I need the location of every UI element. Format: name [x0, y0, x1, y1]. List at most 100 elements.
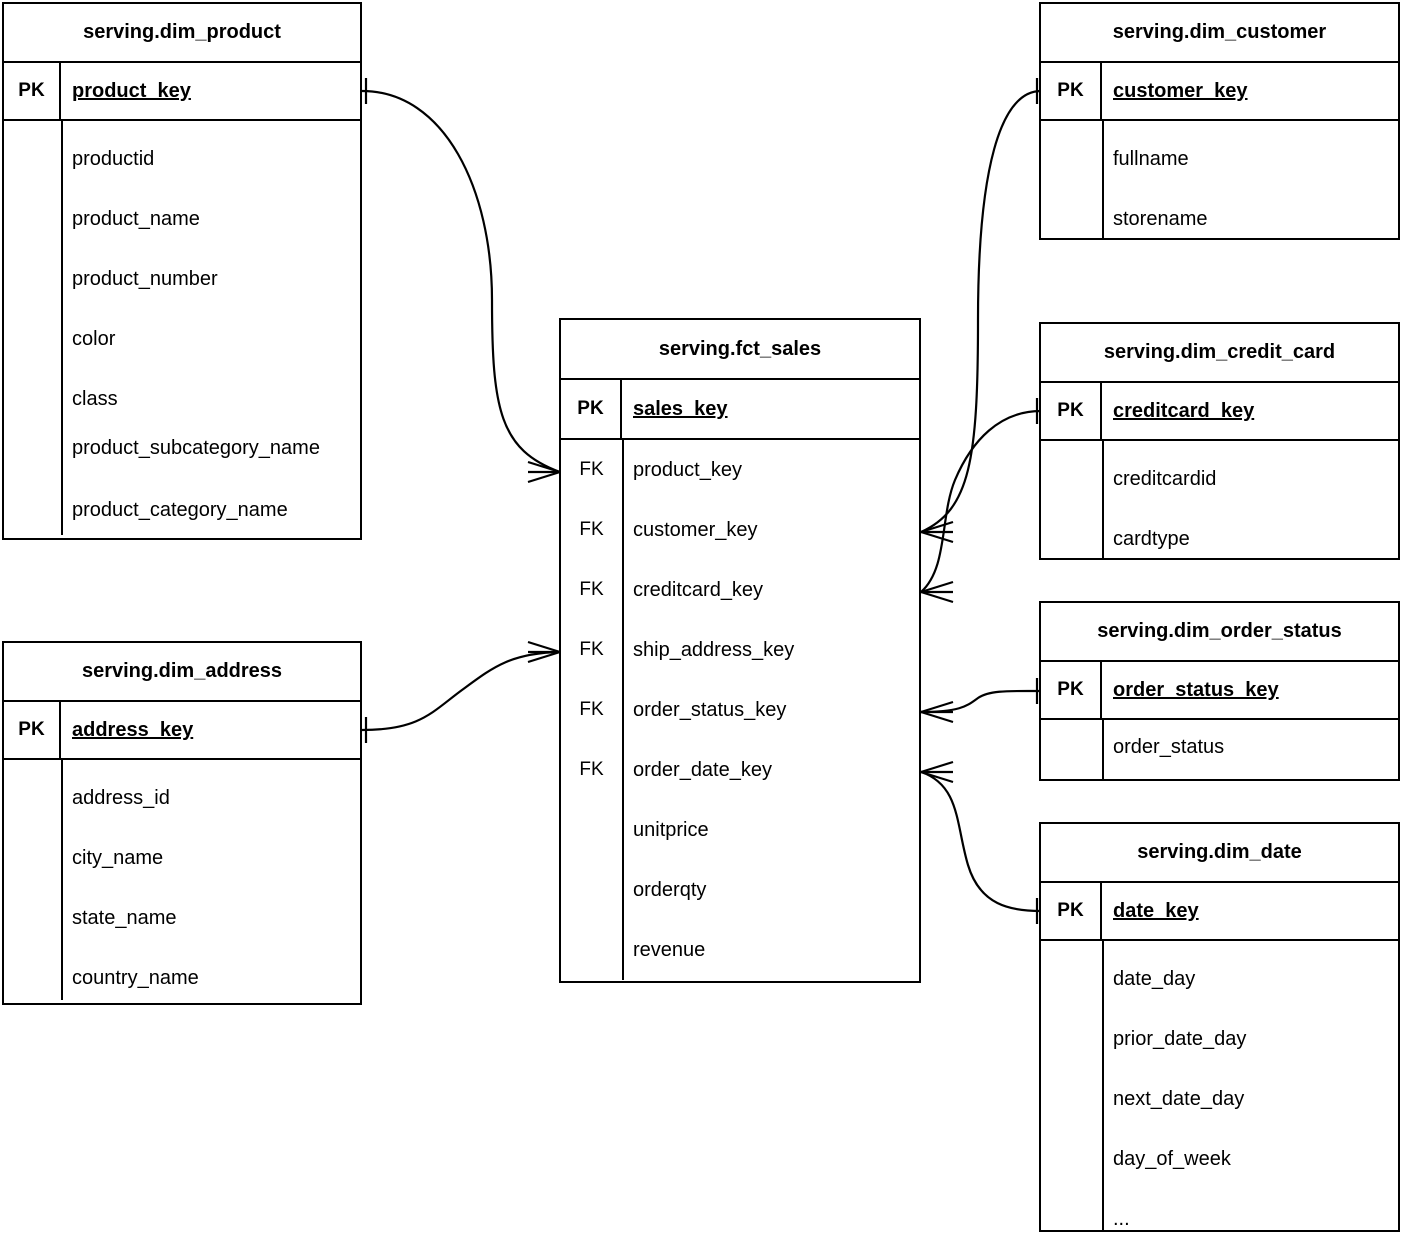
column-name: revenue: [633, 938, 706, 961]
fk-badge: FK: [579, 639, 604, 660]
column-name: order_date_key: [633, 758, 772, 781]
column-row: FK ship_address_key: [561, 620, 919, 680]
attribute-item: prior_date_day: [1113, 1028, 1247, 1050]
entity-title-dim-date: serving.dim_date: [1041, 824, 1398, 883]
entity-title-dim-customer: serving.dim_customer: [1041, 4, 1398, 63]
crowsfoot-sales-orderstatus: [920, 700, 954, 724]
attributes-dim-customer: fullname storename: [1041, 121, 1398, 238]
attr-keycol-dim-product: [4, 121, 63, 535]
fk-badge: FK: [579, 519, 604, 540]
attribute-item: state_name: [72, 907, 177, 929]
pk-badge-dim-date: PK: [1041, 883, 1102, 939]
attribute-item: date_day: [1113, 968, 1196, 990]
attribute-item: product_subcategory_name: [72, 437, 320, 459]
entity-dim-customer[interactable]: serving.dim_customer PK customer_key ful…: [1039, 2, 1400, 240]
attributes-dim-order-status: order_status: [1041, 720, 1398, 779]
attribute-item: product_category_name: [72, 499, 288, 521]
entity-dim-product[interactable]: serving.dim_product PK product_key produ…: [2, 2, 362, 540]
entity-title-dim-address: serving.dim_address: [4, 643, 360, 702]
fk-badge: [561, 860, 622, 920]
attributes-dim-credit-card: creditcardid cardtype: [1041, 441, 1398, 558]
pk-field-dim-address: address_key: [72, 718, 194, 741]
fk-badge: [561, 920, 622, 980]
pk-row-dim-customer: PK customer_key: [1041, 63, 1398, 121]
attr-list-dim-date: date_day prior_date_day next_date_day da…: [1041, 941, 1398, 1230]
pk-field-dim-order-status: order_status_key: [1113, 678, 1279, 701]
entity-title-fct-sales: serving.fct_sales: [561, 320, 919, 380]
attribute-item: fullname: [1113, 148, 1189, 170]
relationship-date-to-sales: [920, 760, 1042, 924]
pk-row-dim-date: PK date_key: [1041, 883, 1398, 941]
attribute-ellipsis: ...: [1113, 1208, 1130, 1230]
pk-field-dim-credit-card: creditcard_key: [1113, 399, 1255, 422]
entity-title-dim-product: serving.dim_product: [4, 4, 360, 63]
pk-field-dim-customer: customer_key: [1113, 79, 1248, 102]
pk-badge-dim-customer: PK: [1041, 63, 1102, 119]
column-name: product_key: [633, 458, 742, 481]
attributes-dim-address: address_id city_name state_name country_…: [4, 760, 360, 1000]
entity-title-dim-credit-card: serving.dim_credit_card: [1041, 324, 1398, 383]
fk-badge: FK: [579, 759, 604, 780]
pk-badge-fct-sales: PK: [561, 380, 622, 438]
fk-badge: FK: [579, 699, 604, 720]
attribute-item: storename: [1113, 208, 1208, 230]
column-name: ship_address_key: [633, 638, 795, 661]
attr-keycol-dim-customer: [1041, 121, 1104, 238]
column-row: unitprice: [561, 800, 919, 860]
attribute-item: city_name: [72, 847, 164, 869]
fk-badge: FK: [579, 579, 604, 600]
crowsfoot-sales-orderdate: [920, 760, 954, 784]
pk-field-fct-sales: sales_key: [633, 397, 728, 420]
pk-row-dim-credit-card: PK creditcard_key: [1041, 383, 1398, 441]
column-name: customer_key: [633, 518, 758, 541]
pk-badge-dim-address: PK: [4, 702, 61, 758]
pk-row-dim-address: PK address_key: [4, 702, 360, 760]
attr-list-dim-customer: fullname storename: [1041, 121, 1398, 238]
attr-keycol-dim-date: [1041, 941, 1104, 1230]
attr-list-dim-address: address_id city_name state_name country_…: [4, 760, 360, 1000]
attribute-item: creditcardid: [1113, 468, 1217, 490]
attribute-item: order_status: [1113, 736, 1225, 758]
attribute-item: product_number: [72, 268, 218, 290]
column-name: orderqty: [633, 878, 707, 901]
entity-dim-credit-card[interactable]: serving.dim_credit_card PK creditcard_ke…: [1039, 322, 1400, 560]
entity-title-dim-order-status: serving.dim_order_status: [1041, 603, 1398, 662]
entity-dim-address[interactable]: serving.dim_address PK address_key addre…: [2, 641, 362, 1005]
column-row: orderqty: [561, 860, 919, 920]
relationship-address-to-sales: [361, 640, 561, 743]
attr-keycol-dim-address: [4, 760, 63, 1000]
crowsfoot-sales-product: [527, 460, 561, 484]
entity-dim-date[interactable]: serving.dim_date PK date_key date_day pr…: [1039, 822, 1400, 1232]
attributes-dim-date: date_day prior_date_day next_date_day da…: [1041, 941, 1398, 1230]
attr-keycol-dim-credit-card: [1041, 441, 1104, 558]
attribute-item: product_name: [72, 208, 200, 230]
column-name: unitprice: [633, 818, 709, 841]
pk-row-dim-order-status: PK order_status_key: [1041, 662, 1398, 720]
attribute-item: color: [72, 328, 116, 350]
attr-list-dim-credit-card: creditcardid cardtype: [1041, 441, 1398, 558]
pk-row-fct-sales: PK sales_key: [561, 380, 919, 440]
column-row: FK creditcard_key: [561, 560, 919, 620]
attribute-item: cardtype: [1113, 528, 1190, 550]
pk-badge-dim-credit-card: PK: [1041, 383, 1102, 439]
entity-fct-sales[interactable]: serving.fct_sales PK sales_key FK produc…: [559, 318, 921, 983]
columns-fct-sales: FK product_key FK customer_key FK credit…: [561, 440, 919, 980]
column-name: creditcard_key: [633, 578, 764, 601]
entity-dim-order-status[interactable]: serving.dim_order_status PK order_status…: [1039, 601, 1400, 781]
crowsfoot-sales-creditcard: [920, 580, 954, 604]
attribute-item: address_id: [72, 787, 170, 809]
attr-keycol-dim-order-status: [1041, 720, 1104, 779]
fk-keycol-fct-sales: [561, 440, 624, 980]
attribute-item: class: [72, 388, 118, 410]
attr-list-dim-order-status: order_status: [1041, 720, 1398, 779]
column-row: FK product_key: [561, 440, 919, 500]
attribute-item: next_date_day: [1113, 1088, 1245, 1110]
column-row: FK customer_key: [561, 500, 919, 560]
fk-badge: [561, 800, 622, 860]
column-row: FK order_status_key: [561, 680, 919, 740]
column-row: revenue: [561, 920, 919, 980]
column-row: FK order_date_key: [561, 740, 919, 800]
relationship-creditcard-to-sales: [920, 398, 1042, 604]
relationship-customer-to-sales: [920, 78, 1042, 544]
